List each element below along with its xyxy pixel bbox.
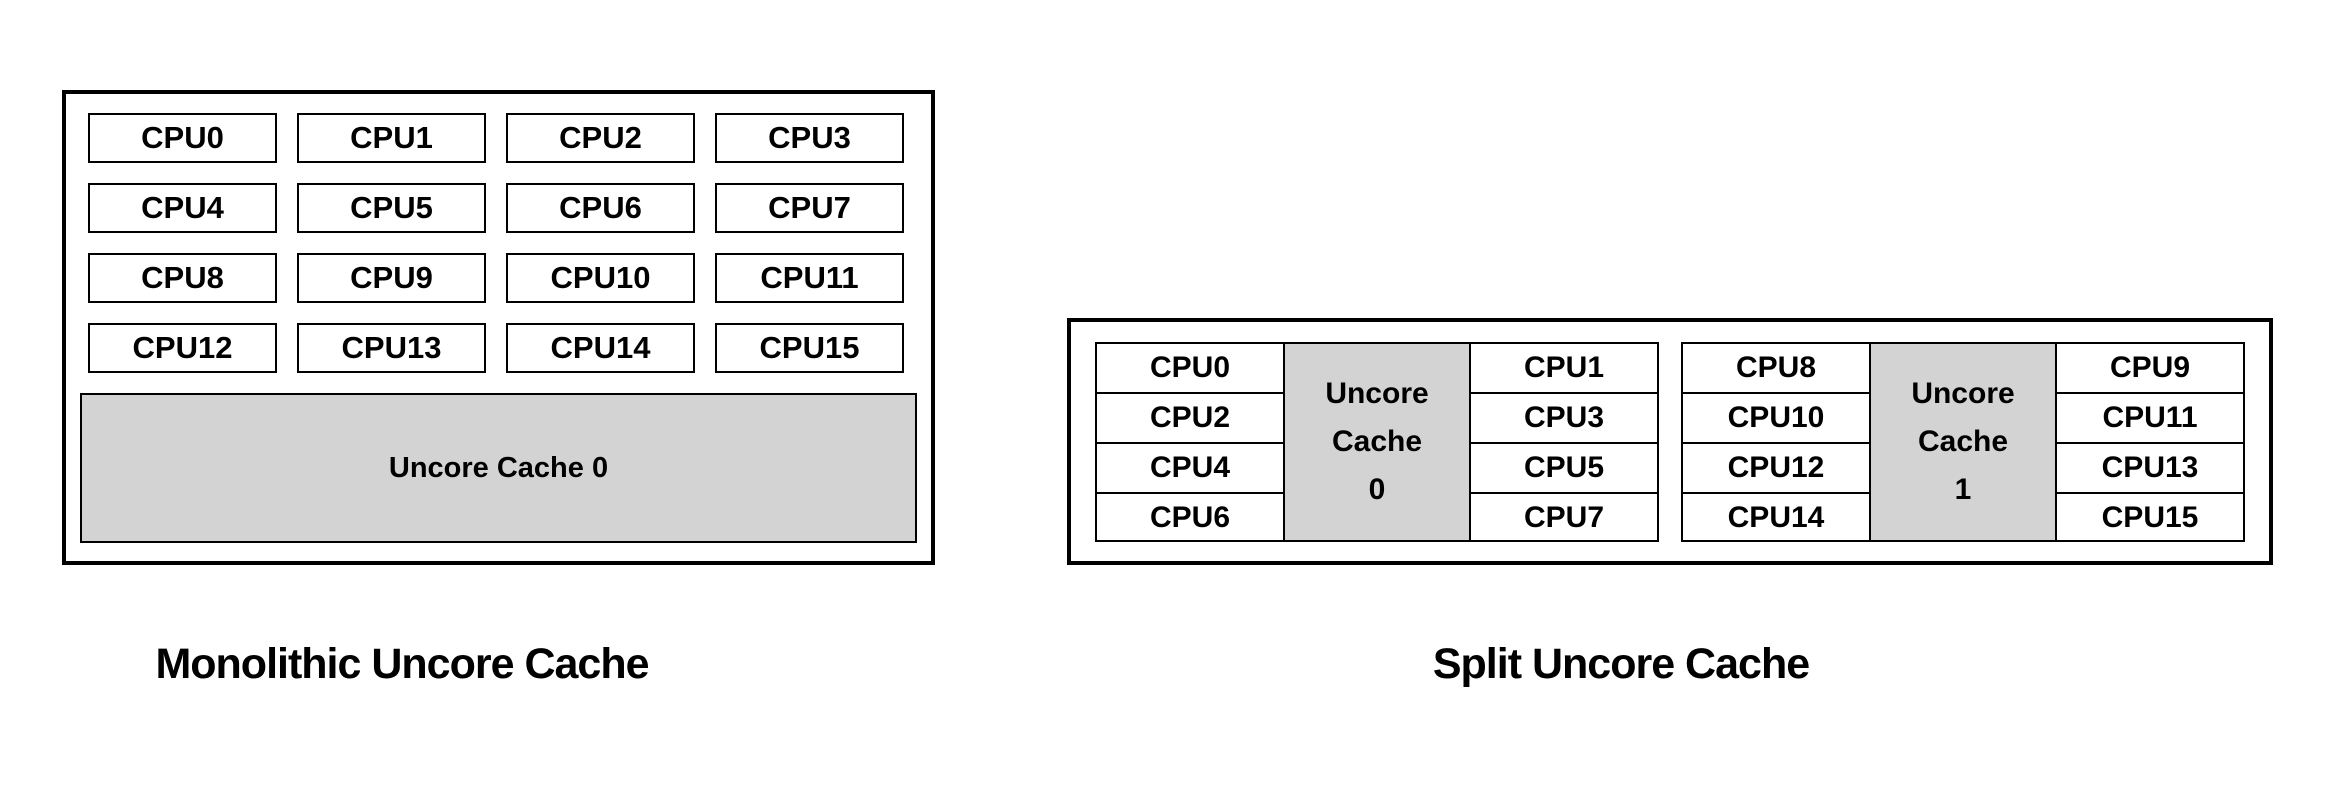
cpu-box-even-7: CPU14: [1727, 500, 1825, 534]
monolithic-caption: Monolithic Uncore Cache: [155, 640, 649, 688]
cache-label-line: 0: [1368, 472, 1386, 506]
uncore-cache-1-split-box: Uncore Cache 1: [1869, 341, 2057, 542]
cpu-box-14: CPU14: [506, 323, 695, 373]
split-group-1-right-column: CPU9 CPU11 CPU13 CPU15: [2055, 341, 2245, 542]
split-group-0-left-column: CPU0 CPU2 CPU4 CPU6: [1095, 341, 1285, 542]
cpu-box-even-3: CPU6: [1149, 500, 1231, 534]
cpu-box-1: CPU1: [297, 113, 486, 163]
cpu-box-odd-1: CPU3: [1471, 394, 1657, 444]
cpu-box-12: CPU12: [88, 323, 277, 373]
cpu-box-11: CPU11: [715, 253, 904, 303]
cpu-box-odd-6: CPU13: [2057, 444, 2243, 494]
cpu-box-odd-5: CPU11: [2057, 394, 2243, 444]
monolithic-cpu-grid: CPU0 CPU1 CPU2 CPU3 CPU4 CPU5 CPU6 CPU7 …: [88, 113, 909, 373]
split-group-0: CPU0 CPU2 CPU4 CPU6 Uncore Cache 0 CPU1 …: [1095, 341, 1659, 542]
cpu-box-6: CPU6: [506, 183, 695, 233]
cpu-box-odd-4: CPU9: [2057, 344, 2243, 394]
cpu-box-4: CPU4: [88, 183, 277, 233]
uncore-cache-0-box: Uncore Cache 0: [80, 393, 917, 543]
cpu-box-10: CPU10: [506, 253, 695, 303]
cpu-box-odd-3: CPU7: [1523, 500, 1605, 534]
cpu-box-even-6: CPU12: [1683, 444, 1869, 494]
cpu-box-2: CPU2: [506, 113, 695, 163]
cache-label-line: Uncore: [1325, 376, 1429, 410]
cpu-box-odd-0: CPU1: [1471, 344, 1657, 394]
cpu-box-9: CPU9: [297, 253, 486, 303]
cpu-box-5: CPU5: [297, 183, 486, 233]
cpu-box-3: CPU3: [715, 113, 904, 163]
cpu-box-even-4: CPU8: [1683, 344, 1869, 394]
cpu-box-odd-2: CPU5: [1471, 444, 1657, 494]
cpu-box-even-5: CPU10: [1683, 394, 1869, 444]
split-caption: Split Uncore Cache: [1432, 640, 1810, 688]
cpu-box-even-0: CPU0: [1097, 344, 1283, 394]
cache-label-line: 1: [1954, 472, 1972, 506]
split-group-0-right-column: CPU1 CPU3 CPU5 CPU7: [1469, 341, 1659, 542]
cpu-box-8: CPU8: [88, 253, 277, 303]
cache-label-line: Cache: [1917, 424, 2009, 458]
cpu-box-0: CPU0: [88, 113, 277, 163]
split-group-1: CPU8 CPU10 CPU12 CPU14 Uncore Cache 1 CP…: [1681, 341, 2245, 542]
cache-label-line: Cache: [1331, 424, 1423, 458]
cache-label-line: Uncore: [1911, 376, 2015, 410]
cpu-box-15: CPU15: [715, 323, 904, 373]
cpu-box-7: CPU7: [715, 183, 904, 233]
cpu-box-even-1: CPU2: [1097, 394, 1283, 444]
monolithic-diagram: CPU0 CPU1 CPU2 CPU3 CPU4 CPU5 CPU6 CPU7 …: [62, 90, 935, 565]
cpu-box-odd-7: CPU15: [2101, 500, 2199, 534]
cpu-box-13: CPU13: [297, 323, 486, 373]
cpu-box-even-2: CPU4: [1097, 444, 1283, 494]
split-diagram: CPU0 CPU2 CPU4 CPU6 Uncore Cache 0 CPU1 …: [1067, 318, 2273, 565]
uncore-cache-0-split-box: Uncore Cache 0: [1283, 341, 1471, 542]
split-group-1-left-column: CPU8 CPU10 CPU12 CPU14: [1681, 341, 1871, 542]
